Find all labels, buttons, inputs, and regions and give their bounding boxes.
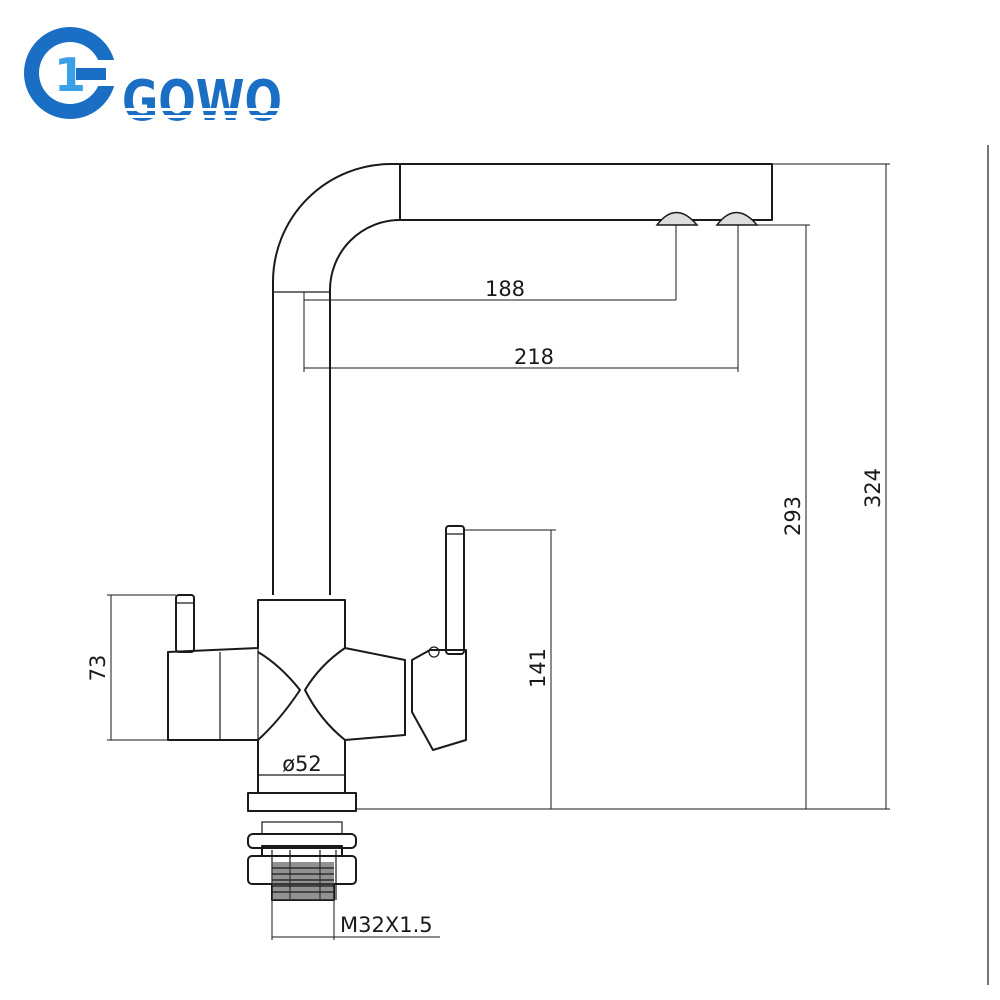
dimension-thread: M32X1.5: [271, 900, 440, 940]
dimension-188: 188: [303, 225, 677, 372]
logo-emblem: 1: [24, 27, 120, 119]
dimension-label-188: 188: [485, 277, 525, 301]
right-lever: [411, 525, 467, 751]
mounting-base: [247, 792, 357, 901]
dimension-218: 218: [304, 225, 739, 372]
dimension-label-293: 293: [781, 496, 805, 536]
dimension-label-324: 324: [861, 468, 885, 508]
dimension-141: 141: [464, 529, 556, 809]
dimension-73: 73: [86, 594, 176, 741]
dimension-label-218: 218: [514, 345, 554, 369]
dimension-293: 293: [757, 224, 810, 809]
faucet-spout: [272, 163, 773, 595]
brand-logo: 1 GOWO: [24, 27, 287, 128]
dimension-324: 324: [356, 163, 890, 810]
dimension-label-73: 73: [86, 655, 110, 682]
outlet-1: [655, 211, 699, 226]
left-handle: [175, 594, 195, 653]
dimension-diameter: ø52: [258, 752, 345, 776]
dimension-label-141: 141: [526, 648, 550, 688]
dimension-label-thread: M32X1.5: [340, 913, 433, 937]
logo-initial: 1: [54, 48, 86, 102]
outlet-2: [715, 211, 759, 226]
dimension-label-diameter: ø52: [282, 752, 322, 776]
logo-wordmark: GOWO: [122, 69, 282, 128]
